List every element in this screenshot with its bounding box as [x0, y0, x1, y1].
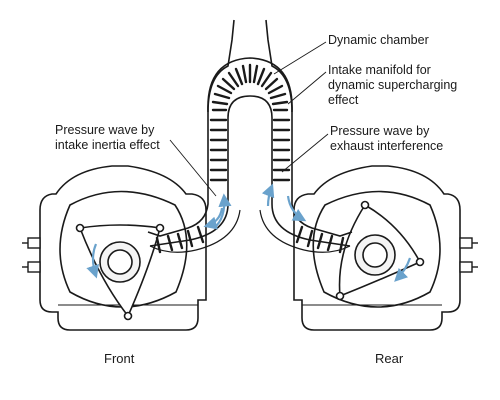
arrow-exhaust-up: [261, 183, 275, 207]
front-rotor: [75, 223, 165, 321]
arrow-rear-rotation: [394, 257, 412, 282]
arrow-front-intake: [203, 207, 224, 230]
rear-rotor: [335, 200, 425, 301]
intake-manifold-tube: [147, 19, 353, 237]
leader-lines: [169, 41, 329, 197]
pressure-wave-exhaust-label: Pressure wave by exhaust interference: [330, 124, 444, 153]
front-spark-plugs: [22, 237, 41, 273]
arrow-inertia-up: [213, 193, 232, 229]
arrow-front-rotation: [86, 243, 99, 279]
intake-manifold-inner-wall: [149, 95, 351, 247]
rear-spark-plugs: [459, 237, 478, 273]
intake-manifold-lower-wall: [149, 209, 351, 253]
dynamic-chamber-dome: [207, 57, 293, 113]
front-rotor-label: Front: [104, 351, 135, 366]
flow-arrows: [86, 183, 412, 282]
dynamic-chamber-label: Dynamic chamber: [328, 33, 429, 47]
arrow-exhaust-down: [286, 195, 307, 222]
intake-manifold-label: Intake manifold for dynamic superchargin…: [328, 63, 458, 107]
rear-rotor-label: Rear: [375, 351, 404, 366]
pressure-wave-stripes: [155, 63, 345, 254]
pressure-wave-inertia-label: Pressure wave by intake inertia effect: [55, 123, 160, 152]
